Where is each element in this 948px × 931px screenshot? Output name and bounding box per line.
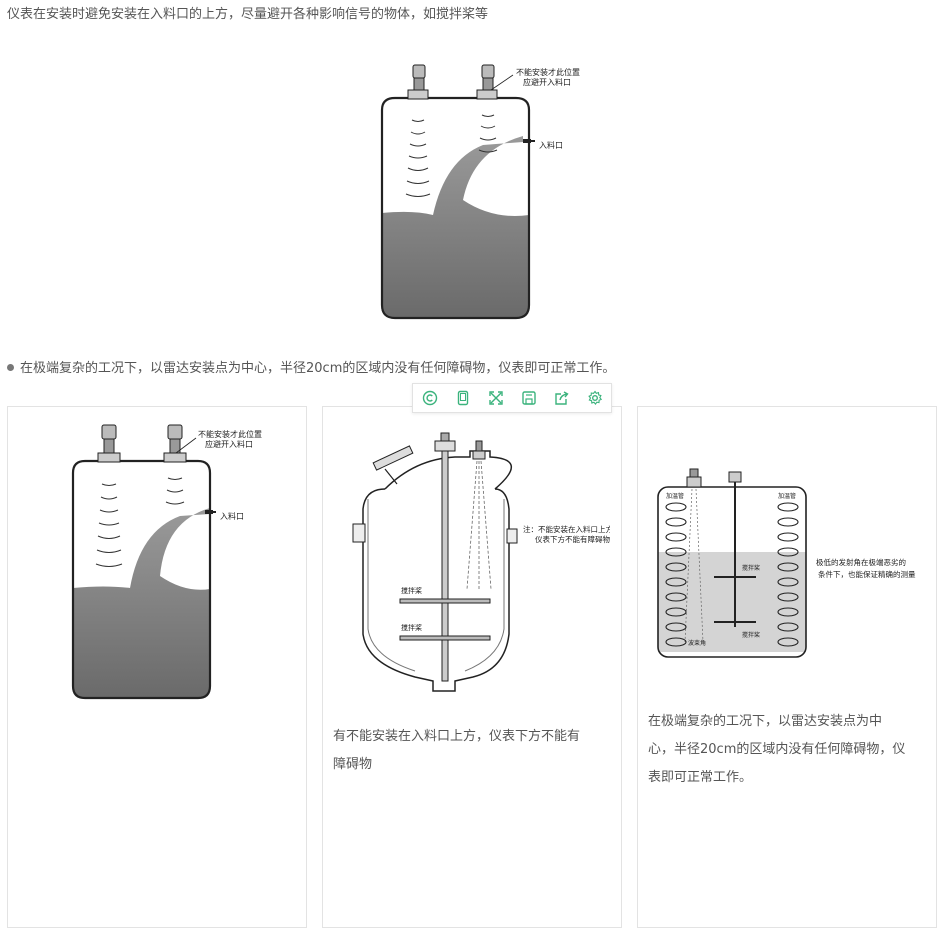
- caption-line-2: 心，半径20cm的区域内没有任何障碍物，仪: [648, 742, 906, 757]
- pipe-label-left: 加温管: [666, 492, 684, 500]
- caption-line-2: 障碍物: [333, 757, 373, 772]
- mobile-preview-button[interactable]: [452, 387, 474, 409]
- inlet-label: 入料口: [539, 140, 563, 150]
- share-button[interactable]: [551, 387, 573, 409]
- mobile-icon: [457, 390, 468, 406]
- agitator-vessel-diagram: 搅拌桨 搅拌桨 注：不能安装在入料口上方， 仪表下方不能有障碍物: [352, 432, 610, 692]
- intro-text: 仪表在安装时避免安装在入料口的上方，尽量避开各种影响信号的物体，如搅拌桨等: [7, 7, 489, 22]
- agitator-label-1: 搅拌桨: [742, 564, 760, 572]
- image-toolbar: [412, 383, 612, 413]
- pipe-label-right: 加温管: [778, 492, 796, 500]
- note-line-1: 极低的发射角在极端恶劣的: [816, 557, 906, 567]
- tank-inlet-diagram: 入料口 不能安装才此位置 应避开入料口: [380, 64, 580, 320]
- note-line-2: 仪表下方不能有障碍物: [535, 534, 610, 544]
- fullscreen-button[interactable]: [485, 387, 507, 409]
- note-line-1: 注：不能安装在入料口上方，: [523, 524, 610, 534]
- diagram-card-inlet: 入料口 不能安装才此位置 应避开入料口: [7, 406, 307, 928]
- settings-icon: [587, 390, 602, 406]
- caption-line-1: 有不能安装在入料口上方，仪表下方不能有: [333, 729, 581, 744]
- note-line-2: 条件下，也能保证精确的测量: [818, 569, 916, 579]
- diagram-card-heating: 搅拌桨 搅拌桨 波束角 加温管 加温管 极低的发射角在极端恶劣的 条件下，也能保…: [637, 406, 937, 928]
- diagram-card-agitator: 搅拌桨 搅拌桨 注：不能安装在入料口上方， 仪表下方不能有障碍物 有不能安装在入…: [322, 406, 622, 928]
- note-line-2: 应避开入料口: [523, 77, 571, 87]
- bullet-text: 在极端复杂的工况下，以雷达安装点为中心，半径20cm的区域内没有任何障碍物，仪表…: [20, 361, 616, 376]
- settings-button[interactable]: [584, 387, 606, 409]
- note-line-1: 不能安装才此位置: [516, 67, 580, 77]
- bullet-item: 在极端复杂的工况下，以雷达安装点为中心，半径20cm的区域内没有任何障碍物，仪表…: [7, 357, 615, 376]
- inlet-label: 入料口: [220, 511, 244, 521]
- copyright-button[interactable]: [419, 387, 441, 409]
- heating-tank-diagram: 搅拌桨 搅拌桨 波束角 加温管 加温管 极低的发射角在极端恶劣的 条件下，也能保…: [657, 468, 916, 658]
- caption-line-1: 在极端复杂的工况下，以雷达安装点为中: [648, 714, 883, 729]
- save-icon: [521, 391, 536, 405]
- copyright-icon: [422, 390, 437, 406]
- note-line-2: 应避开入料口: [205, 439, 253, 449]
- agitator-label-2: 搅拌桨: [742, 631, 760, 639]
- tank-inlet-diagram-small: 入料口 不能安装才此位置 应避开入料口: [71, 424, 262, 700]
- card-caption: 有不能安装在入料口上方，仪表下方不能有 障碍物: [333, 723, 580, 779]
- caption-line-3: 表即可正常工作。: [648, 770, 753, 785]
- beam-angle-label: 波束角: [688, 639, 706, 647]
- bullet-dot: [7, 364, 14, 371]
- share-icon: [554, 391, 569, 405]
- fullscreen-icon: [488, 391, 503, 405]
- save-button[interactable]: [518, 387, 540, 409]
- agitator-label-2: 搅拌桨: [401, 623, 422, 632]
- note-line-1: 不能安装才此位置: [198, 429, 262, 439]
- card-caption: 在极端复杂的工况下，以雷达安装点为中 心，半径20cm的区域内没有任何障碍物，仪…: [648, 708, 905, 792]
- agitator-label-1: 搅拌桨: [401, 586, 422, 595]
